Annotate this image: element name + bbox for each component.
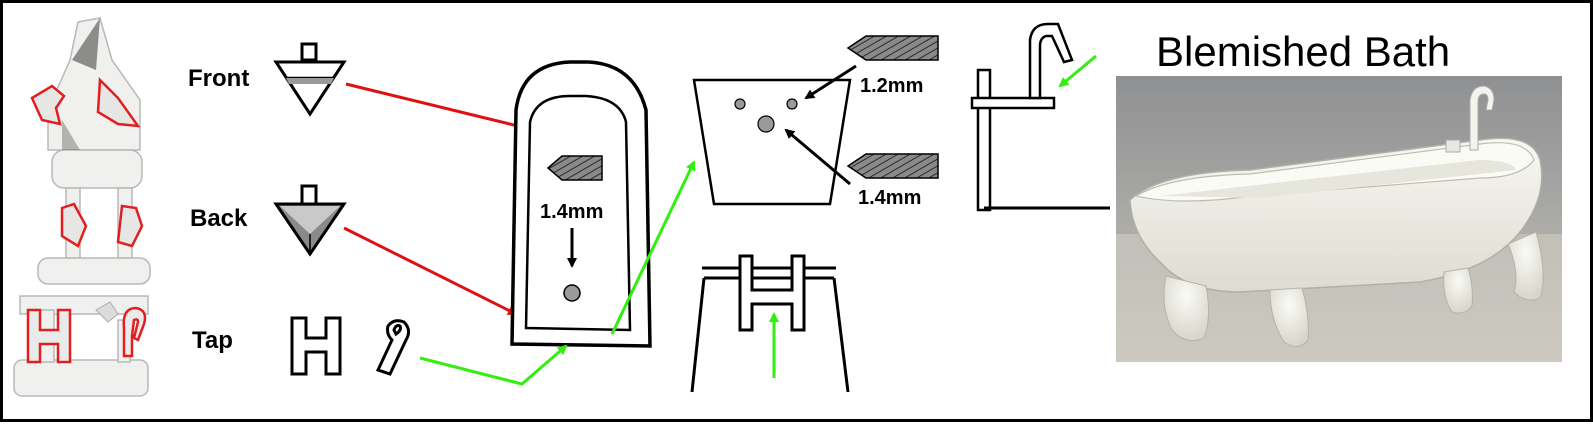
tap-installed-view — [690, 254, 850, 393]
lower-drill-bit-icon — [846, 153, 939, 179]
bath-top-view: 1.4mm — [510, 60, 652, 348]
tap-to-bath-arrow — [419, 344, 568, 386]
front-arrow — [345, 82, 528, 131]
bath-end-view — [692, 78, 852, 206]
lower-bit-arrow — [784, 128, 851, 186]
bath-to-end-arrow — [610, 160, 696, 335]
back-arrow — [343, 226, 518, 316]
drill-bit-icon — [546, 155, 603, 181]
upper-drill-bit-icon — [846, 35, 939, 61]
back-label: Back — [190, 205, 248, 232]
page-title: Blemished Bath — [1156, 28, 1450, 75]
tap-hole-left — [734, 98, 746, 110]
overflow-hole — [757, 115, 775, 133]
end-lower-dimension: 1.4mm — [858, 187, 921, 209]
tap-hole-right — [786, 98, 798, 110]
front-label: Front — [188, 65, 249, 92]
tap-h-icon — [290, 316, 342, 376]
drain-hole — [563, 284, 581, 302]
front-nozzle-icon — [273, 42, 347, 117]
bath-side-view — [970, 22, 1110, 212]
upper-bit-arrow — [804, 64, 857, 100]
back-nozzle-icon — [273, 184, 347, 257]
tap-hook-icon — [375, 319, 411, 376]
side-bit-dimension: 1.4mm — [540, 201, 603, 223]
printed-parts-photo — [13, 17, 151, 397]
blemished-bath-photo — [1116, 76, 1562, 362]
tap-label: Tap — [192, 327, 233, 354]
hook-tap-arrow — [1058, 54, 1097, 88]
end-upper-dimension: 1.2mm — [860, 75, 923, 97]
